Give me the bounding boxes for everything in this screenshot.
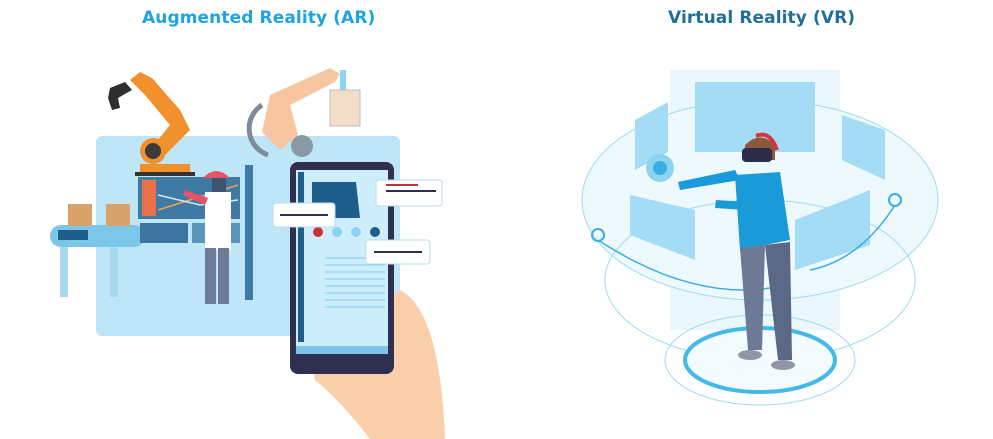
node-icon [591,228,605,242]
floating-panels [630,82,885,270]
ar-title: Augmented Reality (AR) [142,8,376,28]
vr-headset-icon [742,148,772,162]
robot-arm-orange-icon [108,72,195,176]
vr-illustration [570,60,950,439]
vr-title: Virtual Reality (VR) [668,8,856,28]
ar-info-bubble [365,239,431,265]
robot-arm-peach-icon [246,68,361,158]
worker-figure [183,171,231,304]
ar-illustration [40,60,460,439]
conveyor-belt [50,225,145,297]
ar-info-bubble [272,202,336,228]
boxes-icon [68,204,130,226]
ar-info-bubble [375,179,443,207]
vr-user-figure [678,132,795,370]
